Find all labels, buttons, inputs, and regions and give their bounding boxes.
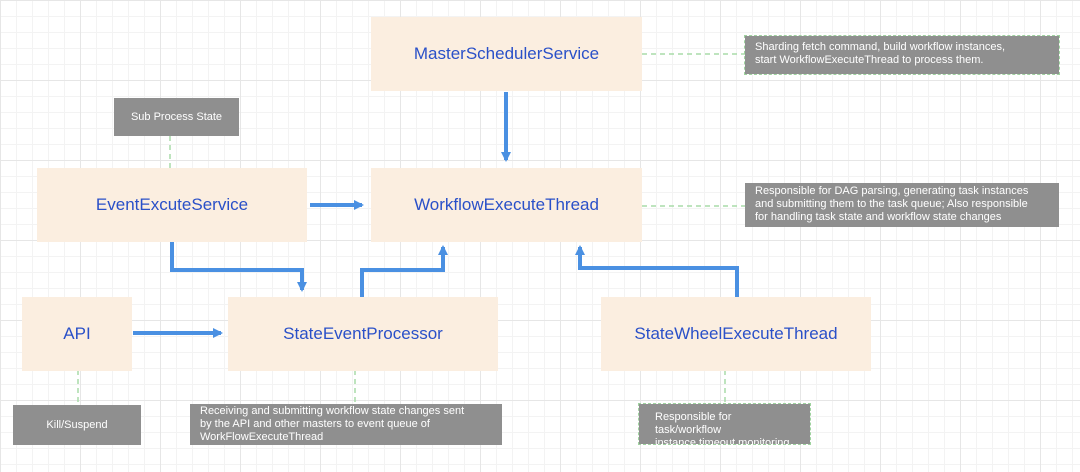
flow-arrows [133,92,739,338]
processor-note-line-2: by the API and other masters to event qu… [200,418,430,430]
arrow-processor-to-workflow [360,245,448,297]
processor-note-line-3: WorkFlowExecuteThread [200,431,324,443]
master-note: Sharding fetch command, build workflow i… [744,35,1060,75]
state-event-processor-node: StateEventProcessor [228,297,498,371]
wheel-note-line-1: Responsible for task/workflow [655,411,732,436]
processor-note: Receiving and submitting workflow state … [190,404,502,445]
state-wheel-execute-thread-node: StateWheelExecuteThread [601,297,871,371]
workflow-note-line-2: and submitting them to the task queue; A… [755,198,1028,210]
kill-suspend-note: Kill/Suspend [13,405,141,445]
workflow-note-line-3: for handling task state and workflow sta… [755,211,1002,223]
sub-process-state-note: Sub Process State [114,98,239,136]
wheel-note: Responsible for task/workflow instance t… [638,403,811,449]
master-note-line-2: start WorkflowExecuteThread to process t… [755,54,984,66]
wheel-note-line-2: instance timeout monitoring [655,437,790,449]
processor-note-line-1: Receiving and submitting workflow state … [200,405,465,417]
master-scheduler-service-node: MasterSchedulerService [371,17,642,91]
workflow-execute-thread-node: WorkflowExecuteThread [371,168,642,242]
api-node: API [22,297,132,371]
master-note-line-1: Sharding fetch command, build workflow i… [755,41,1006,53]
workflow-note-line-1: Responsible for DAG parsing, generating … [755,185,1029,197]
dashed-connectors [77,53,745,404]
workflow-note: Responsible for DAG parsing, generating … [745,183,1059,227]
event-execute-service-node: EventExcuteService [37,168,307,242]
arrow-wheel-to-workflow [575,245,739,297]
arrow-event-to-processor [170,242,307,292]
